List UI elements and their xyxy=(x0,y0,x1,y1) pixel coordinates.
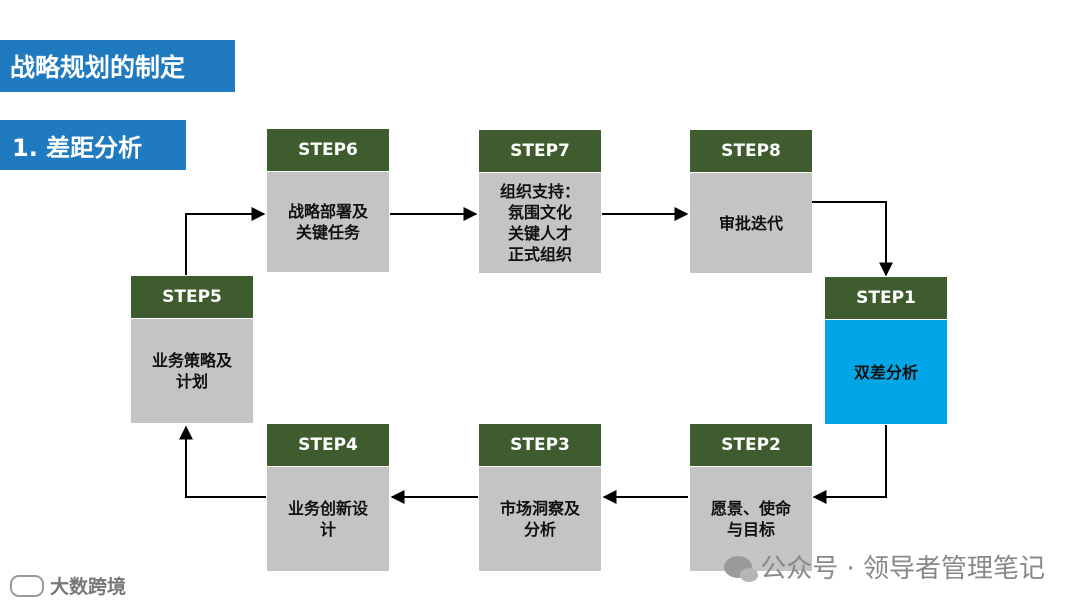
page-title: 战略规划的制定 xyxy=(0,40,235,92)
step1-body: 双差分析 xyxy=(825,320,947,424)
step8-header: STEP8 xyxy=(690,130,812,172)
step5-header: STEP5 xyxy=(131,276,253,318)
step3-body: 市场洞察及 分析 xyxy=(479,467,601,571)
arrow-step8-to-step1 xyxy=(812,201,893,277)
step2-body: 愿景、使命 与目标 xyxy=(690,467,812,571)
step4-body: 业务创新设 计 xyxy=(267,467,389,571)
step8-body: 审批迭代 xyxy=(690,173,812,273)
step1-header: STEP1 xyxy=(825,277,947,319)
logo-icon xyxy=(10,574,44,597)
arrow-step1-to-step2 xyxy=(812,425,887,504)
step2-header: STEP2 xyxy=(690,424,812,466)
step6-body: 战略部署及 关键任务 xyxy=(267,172,389,272)
watermark-text: 公众号 · 领导者管理笔记 xyxy=(760,554,1045,584)
step4-header: STEP4 xyxy=(267,424,389,466)
arrow-step5-to-step6 xyxy=(185,207,266,275)
corner-logo: 大数跨境 xyxy=(10,572,126,599)
watermark: 公众号 · 领导者管理笔记 xyxy=(724,548,1045,585)
step7-header: STEP7 xyxy=(479,130,601,172)
step6-header: STEP6 xyxy=(267,129,389,171)
section-subtitle: 1. 差距分析 xyxy=(0,120,186,170)
corner-logo-text: 大数跨境 xyxy=(50,576,127,598)
step5-body: 业务策略及 计划 xyxy=(131,319,253,423)
wechat-icon xyxy=(724,555,759,582)
step7-body: 组织支持： 氛围文化 关键人才 正式组织 xyxy=(479,173,601,273)
step3-header: STEP3 xyxy=(479,424,601,466)
arrow-step4-to-step5 xyxy=(179,425,266,498)
